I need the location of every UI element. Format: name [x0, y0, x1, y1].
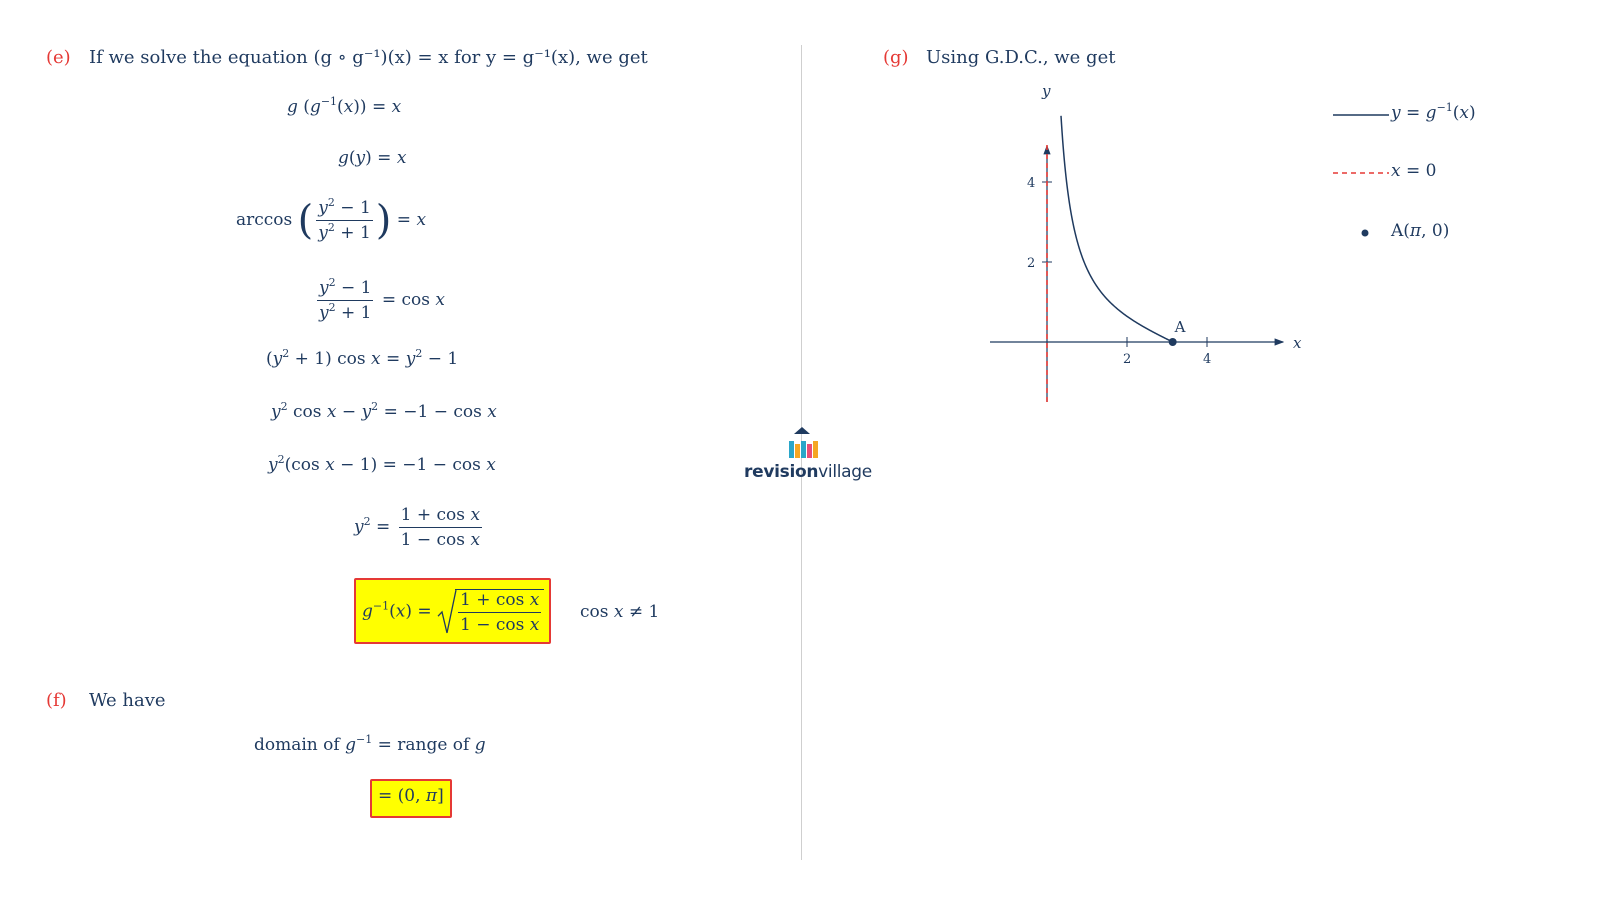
legend-item-curve: y = g−1(x): [1333, 100, 1533, 130]
step-7: y2(cos x − 1) = −1 − cos x: [268, 453, 496, 475]
step-1: g (g−1(x)) = x: [287, 95, 402, 117]
condition: cos x ≠ 1: [580, 602, 660, 622]
legend-item-asymptote: x = 0: [1333, 158, 1533, 188]
answer-f: = (0, π]: [378, 786, 444, 806]
x-axis-label: x: [1293, 334, 1302, 352]
logo-mark-icon: [789, 427, 818, 458]
legend-dashed-line-icon: [1333, 172, 1389, 174]
part-e-label: (e): [46, 47, 71, 68]
curve-g-inverse: [1060, 115, 1174, 343]
radical-icon: [437, 589, 457, 634]
part-f-intro: We have: [89, 690, 166, 711]
legend-label-point: A(π, 0): [1391, 221, 1450, 241]
x-tick-label: 2: [1123, 352, 1131, 367]
y-axis-label: y: [1041, 82, 1051, 100]
legend-dot-icon: [1361, 229, 1369, 237]
step-6: y2 cos x − y2 = −1 − cos x: [271, 400, 497, 422]
point-a-label: A: [1174, 318, 1186, 336]
point-a: [1168, 338, 1177, 346]
part-g-label: (g): [883, 47, 909, 68]
part-e-intro: If we solve the equation (g ∘ g⁻¹)(x) = …: [89, 47, 648, 68]
part-f-label: (f): [46, 690, 67, 711]
y-tick-label: 4: [1027, 176, 1035, 191]
legend-item-point: A(π, 0): [1333, 218, 1533, 248]
legend-label-asymptote: x = 0: [1391, 161, 1437, 181]
logo-text-bold: revision: [744, 462, 819, 482]
logo-text-light: village: [818, 462, 872, 482]
revisionvillage-logo: revisionvillage: [744, 424, 872, 486]
step-5: (y2 + 1) cos x = y2 − 1: [266, 347, 459, 369]
part-g-intro: Using G.D.C., we get: [926, 47, 1116, 68]
x-tick-label: 4: [1203, 352, 1211, 367]
answer-f-box: [370, 779, 452, 818]
y-tick-label: 2: [1027, 256, 1035, 271]
domain-line: domain of g−1 = range of g: [254, 733, 486, 755]
legend-solid-line-icon: [1333, 114, 1389, 116]
step-2: g(y) = x: [338, 148, 407, 168]
legend-label-curve: y = g−1(x): [1391, 101, 1476, 123]
